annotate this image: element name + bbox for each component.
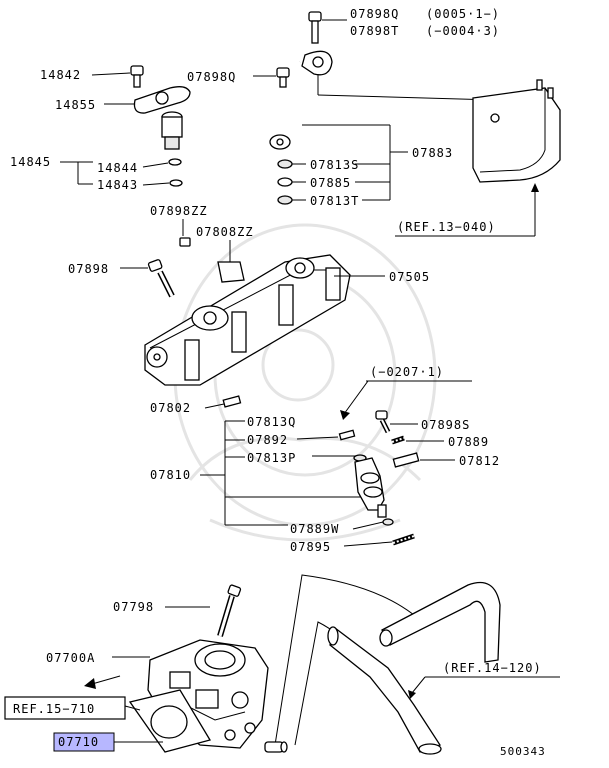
label-14843[interactable]: 14843 <box>97 178 138 192</box>
label-07505[interactable]: 07505 <box>389 270 430 284</box>
svg-text:07813Q: 07813Q <box>247 415 296 429</box>
svg-text:07895: 07895 <box>290 540 331 554</box>
svg-text:07813P: 07813P <box>247 451 296 465</box>
svg-text:14855: 14855 <box>55 98 96 112</box>
svg-text:14845: 14845 <box>10 155 51 169</box>
label-07812[interactable]: 07812 <box>459 454 500 468</box>
svg-text:07898: 07898 <box>68 262 109 276</box>
svg-text:07889W: 07889W <box>290 522 339 536</box>
label-07813T[interactable]: 07813T <box>310 194 359 208</box>
svg-text:07898Q: 07898Q <box>187 70 236 84</box>
injector-07810 <box>353 454 394 526</box>
label-07889W[interactable]: 07889W <box>290 522 339 536</box>
o-ring-07889 <box>391 435 405 445</box>
label-14855[interactable]: 14855 <box>55 98 96 112</box>
o-rings-07813 <box>277 159 293 205</box>
fuel-rail-07505 <box>144 254 351 386</box>
svg-text:07802: 07802 <box>150 401 191 415</box>
svg-text:07898S: 07898S <box>421 418 470 432</box>
label-07883[interactable]: 07883 <box>412 146 453 160</box>
fuel-pipe-07883 <box>269 50 333 150</box>
diagram-number: 500343 <box>500 745 546 758</box>
svg-text:07812: 07812 <box>459 454 500 468</box>
label-07885[interactable]: 07885 <box>310 176 351 190</box>
svg-text:14844: 14844 <box>97 161 138 175</box>
label-07898[interactable]: 07898 <box>68 262 109 276</box>
label-07813Q[interactable]: 07813Q <box>247 415 296 429</box>
svg-text:REF.15−710: REF.15−710 <box>13 702 95 716</box>
label-07889[interactable]: 07889 <box>448 435 489 449</box>
svg-text:07505: 07505 <box>389 270 430 284</box>
bolt-07798 <box>217 584 242 637</box>
svg-text:07798: 07798 <box>113 600 154 614</box>
svg-text:(REF.13−040): (REF.13−040) <box>397 220 496 234</box>
label-07898ZZ[interactable]: 07898ZZ <box>150 204 208 218</box>
label-07892[interactable]: 07892 <box>247 433 288 447</box>
label-14842[interactable]: 14842 <box>40 68 81 82</box>
label-07802[interactable]: 07802 <box>150 401 191 415</box>
clip-07892 <box>338 429 356 441</box>
clip-07802 <box>222 395 242 408</box>
label-07810[interactable]: 07810 <box>150 468 191 482</box>
label-07710-highlighted[interactable]: 07710 <box>53 732 115 752</box>
bolt-14842 <box>130 65 144 88</box>
svg-text:07892: 07892 <box>247 433 288 447</box>
nut-07898ZZ <box>179 237 191 247</box>
label-14845[interactable]: 14845 <box>10 155 51 169</box>
bolt-07898S <box>375 410 391 434</box>
svg-text:07898Q: 07898Q <box>350 7 399 21</box>
svg-text:07883: 07883 <box>412 146 453 160</box>
label-07898Q-mid[interactable]: 07898Q <box>187 70 236 84</box>
svg-text:07889: 07889 <box>448 435 489 449</box>
label-ref-14-120[interactable]: (REF.14−120) <box>443 661 542 675</box>
label-07898S[interactable]: 07898S <box>421 418 470 432</box>
hose-ref-14-120 <box>264 574 501 755</box>
bolt-07898Q-top <box>308 11 322 44</box>
svg-text:07710: 07710 <box>58 735 99 749</box>
svg-text:07808ZZ: 07808ZZ <box>196 225 254 239</box>
svg-text:(−0207·1): (−0207·1) <box>370 365 444 379</box>
ref-15-710-box[interactable]: REF.15−710 <box>4 696 126 720</box>
pressure-regulator-ref-13-040 <box>472 79 561 183</box>
gasket-14855 <box>133 86 191 114</box>
label-07813P[interactable]: 07813P <box>247 451 296 465</box>
svg-text:07813T: 07813T <box>310 194 359 208</box>
svg-text:07885: 07885 <box>310 176 351 190</box>
bolt-07898 <box>147 259 175 298</box>
label-07798[interactable]: 07798 <box>113 600 154 614</box>
clip-07895 <box>392 533 415 546</box>
label-07895[interactable]: 07895 <box>290 540 331 554</box>
label-07898T[interactable]: 07898T (−0004·3) <box>350 24 500 38</box>
svg-text:07898ZZ: 07898ZZ <box>150 204 208 218</box>
bracket-07808ZZ <box>217 261 245 283</box>
svg-text:07898T: 07898T <box>350 24 399 38</box>
svg-text:14843: 14843 <box>97 178 138 192</box>
label-07808ZZ[interactable]: 07808ZZ <box>196 225 254 239</box>
svg-text:(REF.14−120): (REF.14−120) <box>443 661 542 675</box>
bolt-07898Q-mid <box>276 67 290 88</box>
svg-text:07700A: 07700A <box>46 651 95 665</box>
svg-text:(−0004·3): (−0004·3) <box>426 24 500 38</box>
label-14844[interactable]: 14844 <box>97 161 138 175</box>
label-ref-13-040[interactable]: (REF.13−040) <box>397 220 496 234</box>
svg-text:07813S: 07813S <box>310 158 359 172</box>
arrow-ref-15-710 <box>84 675 121 689</box>
cap-07812 <box>392 452 420 468</box>
label-07813S[interactable]: 07813S <box>310 158 359 172</box>
svg-text:14842: 14842 <box>40 68 81 82</box>
label-range-0207[interactable]: (−0207·1) <box>370 365 444 379</box>
gasket-07710 <box>128 689 212 753</box>
label-07898Q-top[interactable]: 07898Q (0005·1−) <box>350 7 500 21</box>
svg-text:07810: 07810 <box>150 468 191 482</box>
svg-text:(0005·1−): (0005·1−) <box>426 7 500 21</box>
svg-text:500343: 500343 <box>500 745 546 758</box>
sensor-14844-body <box>161 111 183 187</box>
label-07700A[interactable]: 07700A <box>46 651 95 665</box>
